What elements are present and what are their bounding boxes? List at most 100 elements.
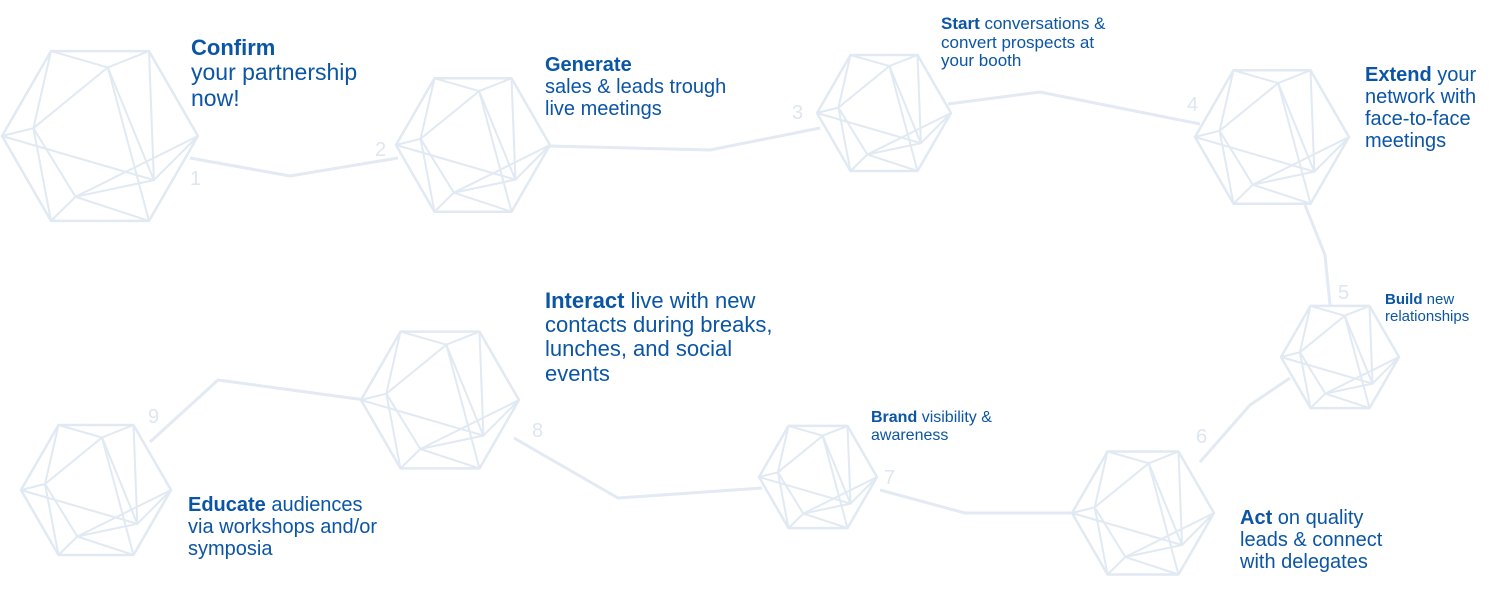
polyhedron-edge bbox=[1124, 512, 1215, 558]
polyhedron-outline bbox=[1070, 450, 1216, 576]
polyhedron-edge bbox=[1093, 507, 1109, 575]
polyhedron-edge bbox=[20, 483, 46, 491]
polyhedron-facet bbox=[43, 435, 139, 538]
polyhedron-edge bbox=[50, 50, 109, 69]
step-2-head: Generate bbox=[545, 54, 632, 76]
polyhedron-edge bbox=[395, 144, 516, 181]
polyhedron-edge bbox=[44, 483, 60, 556]
polyhedron-7 bbox=[757, 424, 879, 530]
polyhedron-edge bbox=[419, 448, 480, 470]
polyhedron-edge bbox=[889, 54, 918, 68]
step-7-text: visibility & awareness bbox=[871, 409, 992, 444]
polyhedron-edge bbox=[1298, 305, 1312, 353]
polyhedron-edge bbox=[1233, 69, 1279, 85]
polyhedron-edge bbox=[1324, 392, 1370, 410]
connector-4-5 bbox=[1303, 204, 1332, 306]
polyhedron-4 bbox=[1193, 69, 1351, 205]
polyhedron-outline bbox=[1279, 304, 1401, 410]
polyhedron-edge bbox=[1324, 356, 1400, 395]
step-1-text: your partnership now! bbox=[191, 59, 358, 111]
polyhedron-edge bbox=[101, 424, 134, 439]
polyhedron-edge bbox=[453, 191, 512, 213]
polyhedron-edge bbox=[1, 135, 155, 182]
step-number-9: 9 bbox=[148, 406, 159, 428]
connector-3-4 bbox=[947, 90, 1201, 126]
polyhedron-edge bbox=[1277, 82, 1312, 204]
polyhedron-edge bbox=[1277, 69, 1311, 85]
polyhedron-edge bbox=[514, 144, 551, 181]
polyhedron-edge bbox=[434, 77, 480, 93]
step-5-head: Build bbox=[1385, 291, 1423, 308]
polyhedron-outline bbox=[394, 77, 552, 213]
polyhedron-outline bbox=[19, 423, 173, 557]
polyhedron-6 bbox=[1070, 450, 1216, 576]
polyhedron-edge bbox=[1343, 315, 1371, 409]
polyhedron-edge bbox=[136, 489, 172, 525]
step-1-head: Confirm bbox=[191, 35, 276, 60]
step-numbers: 1 2 3 4 5 6 7 8 9 bbox=[148, 94, 1349, 489]
polyhedron-edge bbox=[76, 489, 172, 538]
polyhedron-edge bbox=[866, 153, 918, 172]
step-number-7: 7 bbox=[884, 467, 895, 489]
connector-2-3 bbox=[547, 126, 821, 152]
polyhedron-edge bbox=[1147, 463, 1180, 575]
polyhedron-edge bbox=[816, 112, 922, 145]
polyhedron-outline bbox=[757, 424, 879, 530]
polyhedron-edge bbox=[400, 330, 447, 346]
polyhedra bbox=[0, 49, 1401, 576]
polyhedron-edge bbox=[850, 54, 890, 68]
step-9-label: Educate audiences via workshops and/or s… bbox=[188, 494, 388, 560]
polyhedron-edge bbox=[920, 112, 952, 144]
polyhedron-edge bbox=[482, 399, 520, 437]
polyhedron-edge bbox=[57, 535, 79, 556]
polyhedron-edge bbox=[153, 135, 199, 181]
step-number-6: 6 bbox=[1196, 426, 1207, 448]
polyhedron-outline bbox=[815, 53, 953, 173]
polyhedron-edge bbox=[395, 137, 421, 146]
polyhedron-edge bbox=[433, 191, 455, 213]
polyhedron-edge bbox=[1071, 506, 1095, 514]
step-8-head: Interact bbox=[545, 288, 625, 313]
polyhedron-edge bbox=[58, 424, 103, 439]
polyhedron-edge bbox=[776, 425, 790, 473]
step-number-3: 3 bbox=[792, 102, 803, 124]
polyhedron-edge bbox=[76, 535, 134, 556]
polyhedron-5 bbox=[1279, 304, 1401, 410]
polyhedron-edge bbox=[107, 50, 150, 69]
polyhedron-outline bbox=[1193, 69, 1351, 205]
polyhedron-edge bbox=[478, 90, 513, 212]
connector-8-9 bbox=[148, 378, 366, 444]
polyhedron-edge bbox=[1106, 556, 1127, 576]
polyhedron-edge bbox=[32, 128, 52, 222]
polyhedron-edge bbox=[866, 112, 952, 156]
polyhedron-edge bbox=[453, 144, 551, 194]
polyhedron-edge bbox=[776, 472, 790, 529]
polyhedron-edge bbox=[822, 424, 848, 437]
step-7-label: Brand visibility & awareness bbox=[871, 409, 1006, 444]
polyhedron-edge bbox=[837, 107, 852, 172]
step-number-5: 5 bbox=[1338, 282, 1349, 304]
polyhedron-edge bbox=[837, 54, 852, 108]
polyhedron-edge bbox=[1107, 450, 1149, 465]
polyhedron-edge bbox=[75, 135, 199, 198]
step-3-text: conversations & convert prospects at you… bbox=[941, 14, 1106, 71]
step-7-head: Brand bbox=[871, 409, 918, 426]
polyhedron-edge bbox=[816, 106, 839, 114]
polyhedron-edge bbox=[802, 476, 878, 515]
step-6-text: on quality leads & connect with delegate… bbox=[1240, 507, 1383, 573]
polyhedron-3 bbox=[815, 53, 953, 173]
polyhedron-edge bbox=[75, 195, 150, 222]
polyhedron-edge bbox=[1124, 556, 1179, 576]
polyhedron-edge bbox=[44, 424, 60, 485]
connector-7-8 bbox=[513, 436, 763, 500]
polyhedron-edge bbox=[788, 424, 823, 437]
step-8-label: Interact live with new contacts during b… bbox=[545, 288, 775, 386]
polyhedron-edge bbox=[419, 78, 436, 140]
step-3-label: Start conversations & convert prospects … bbox=[941, 14, 1131, 71]
polyhedron-edge bbox=[360, 399, 484, 437]
polyhedron-edge bbox=[1232, 183, 1254, 205]
polyhedron-edge bbox=[1298, 352, 1312, 409]
polyhedron-edge bbox=[419, 399, 520, 450]
step-3-head: Start bbox=[941, 14, 980, 33]
